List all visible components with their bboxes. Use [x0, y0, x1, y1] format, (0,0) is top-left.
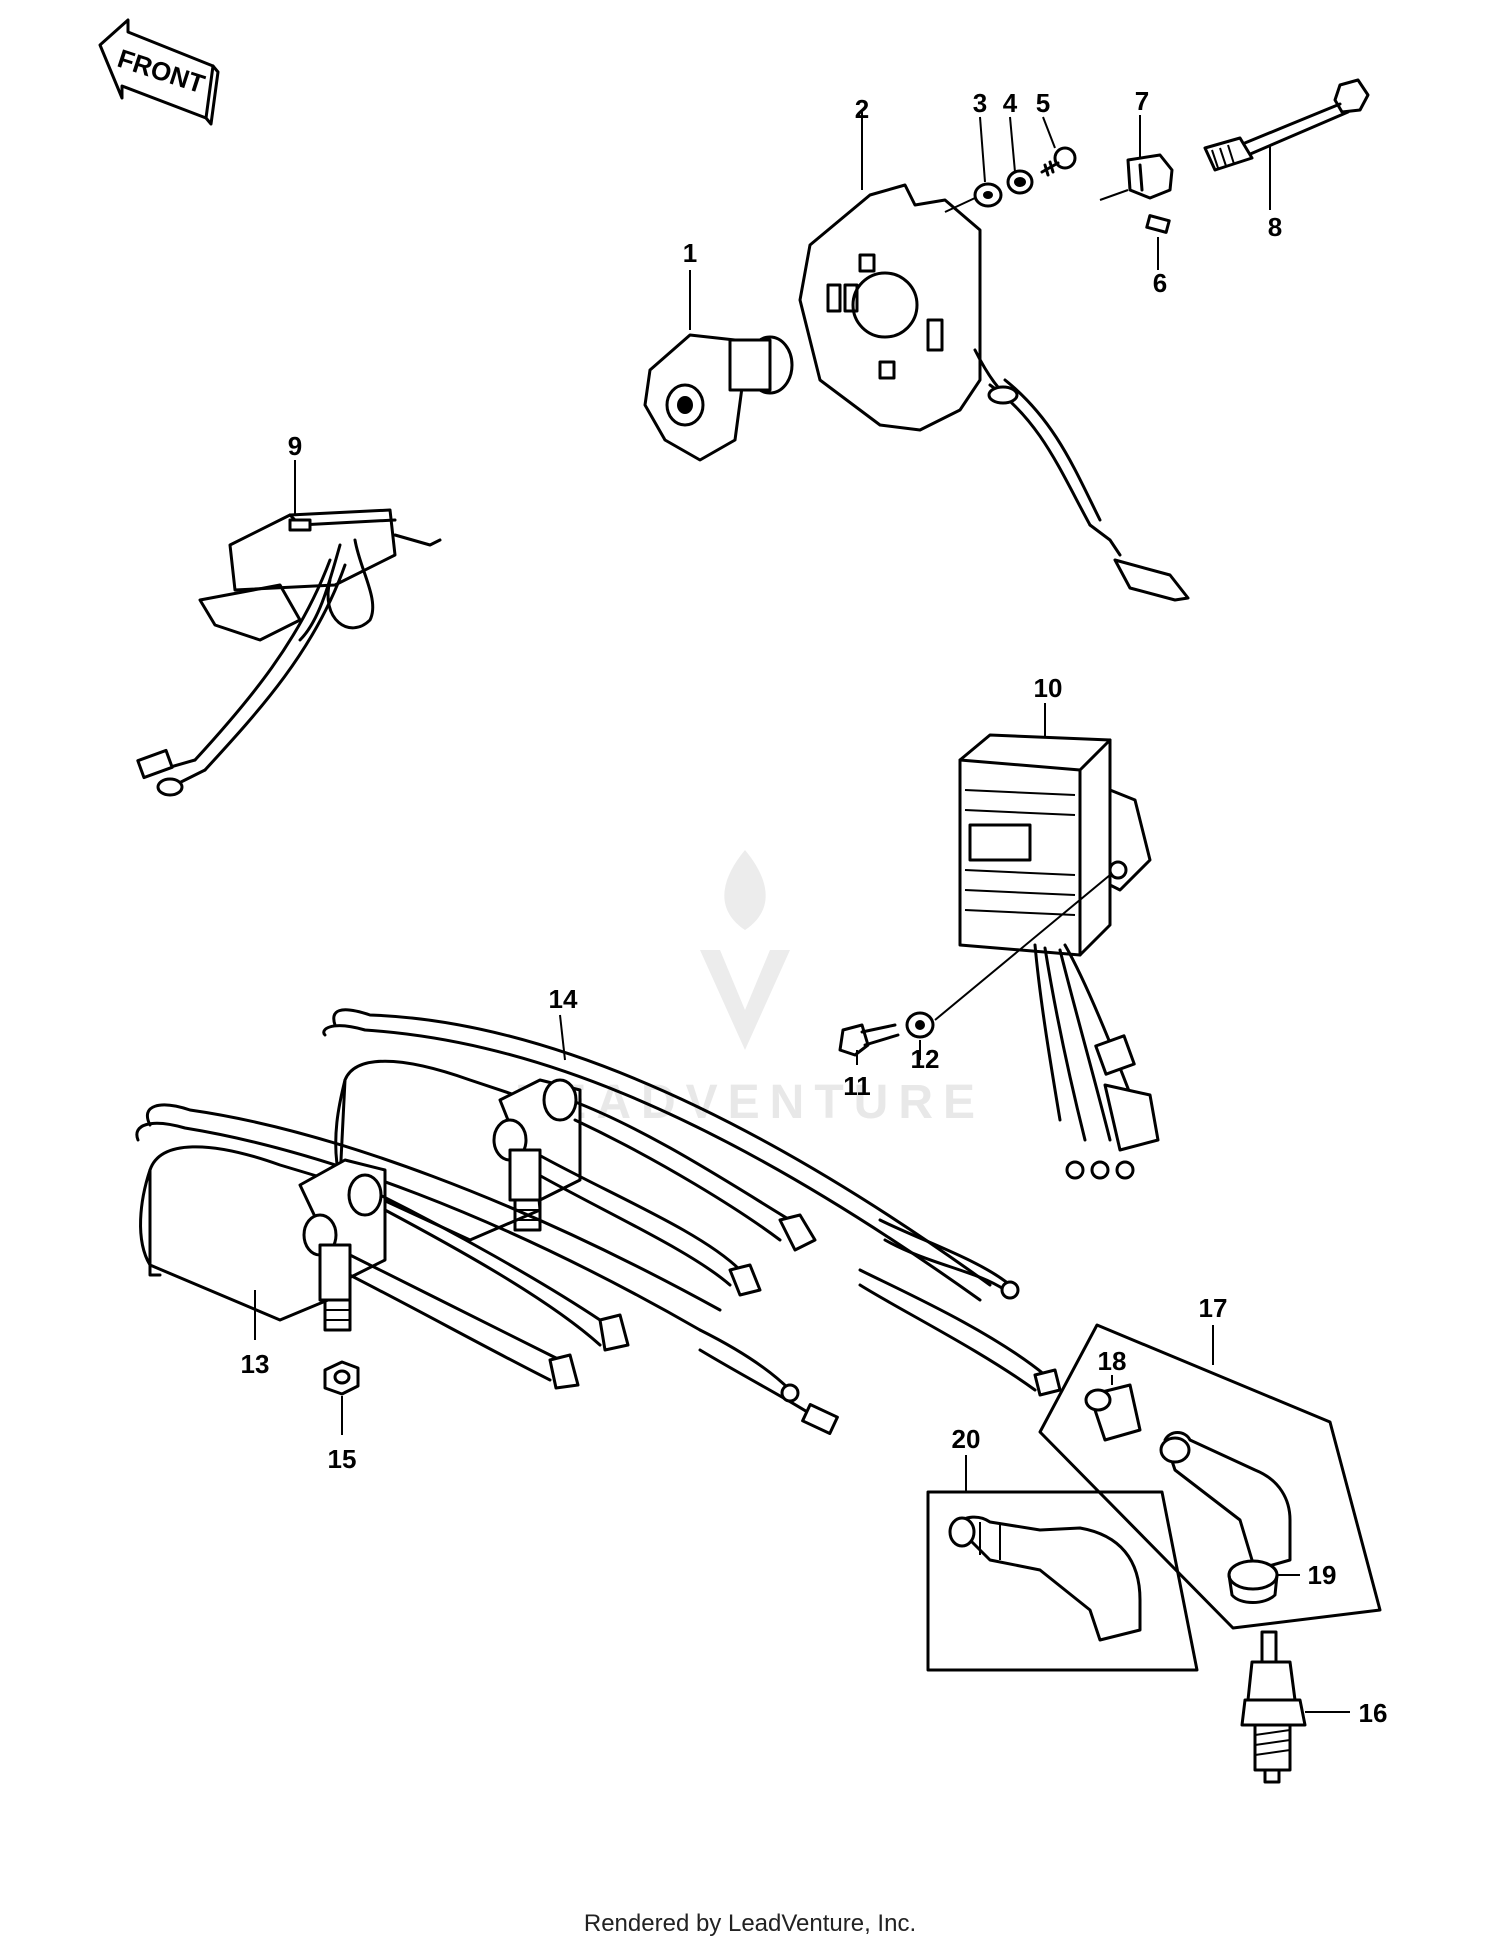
- leader-lines: [254, 112, 1350, 1713]
- part-20-plug-cap: [926, 1490, 1199, 1672]
- part-8-bolt: [1203, 78, 1370, 172]
- callout-14: 14: [549, 984, 578, 1014]
- part-11-bolt: [838, 1023, 900, 1057]
- watermark-text: LEADVENTURE: [515, 1076, 985, 1129]
- part-12-washer: [905, 1011, 935, 1039]
- callout-4: 4: [1003, 88, 1018, 118]
- callout-13: 13: [241, 1349, 270, 1379]
- front-badge: FRONT: [98, 18, 220, 126]
- part-10-igniter: [958, 733, 1160, 1180]
- callout-17: 17: [1199, 1293, 1228, 1323]
- callout-9: 9: [288, 431, 302, 461]
- part-5-screw: [1040, 146, 1077, 177]
- part-2-stator-plate: [798, 183, 1190, 602]
- callout-19: 19: [1308, 1560, 1337, 1590]
- part-19-seal: [1227, 1559, 1279, 1604]
- part-4-washer: [1006, 169, 1034, 195]
- part-14-ignition-coil: [322, 1008, 1062, 1397]
- callout-15: 15: [328, 1444, 357, 1474]
- callout-10: 10: [1034, 673, 1063, 703]
- callout-11: 11: [843, 1071, 871, 1101]
- part-9-regulator: [136, 508, 442, 797]
- render-credit: Rendered by LeadVenture, Inc.: [583, 1910, 917, 1937]
- callout-7: 7: [1135, 86, 1149, 116]
- callout-12: 12: [911, 1044, 940, 1074]
- watermark: LEADVENTURE: [515, 850, 985, 1129]
- part-17-plug-cap-assembly: [1038, 1323, 1382, 1630]
- callout-20: 20: [952, 1424, 981, 1454]
- callout-18: 18: [1098, 1346, 1127, 1376]
- part-7-cam: [1099, 153, 1174, 201]
- part-1-rotor: [643, 333, 794, 462]
- part-6-pin: [1145, 214, 1171, 234]
- part-3-washer: [973, 182, 1003, 208]
- callout-1: 1: [683, 238, 697, 268]
- callout-2: 2: [855, 94, 869, 124]
- callout-labels: 1 2 3 4 5 6 7 8 9 10 11 12 13 14 15 16 1…: [241, 86, 1388, 1728]
- callout-5: 5: [1036, 88, 1050, 118]
- callout-16: 16: [1359, 1698, 1388, 1728]
- part-13-ignition-coil: [135, 1103, 839, 1435]
- part-15-nut: [323, 1360, 360, 1396]
- callout-8: 8: [1268, 212, 1282, 242]
- callout-3: 3: [973, 88, 987, 118]
- part-16-spark-plug: [1240, 1630, 1307, 1784]
- callout-6: 6: [1153, 268, 1167, 298]
- part-18-terminal: [1084, 1383, 1142, 1442]
